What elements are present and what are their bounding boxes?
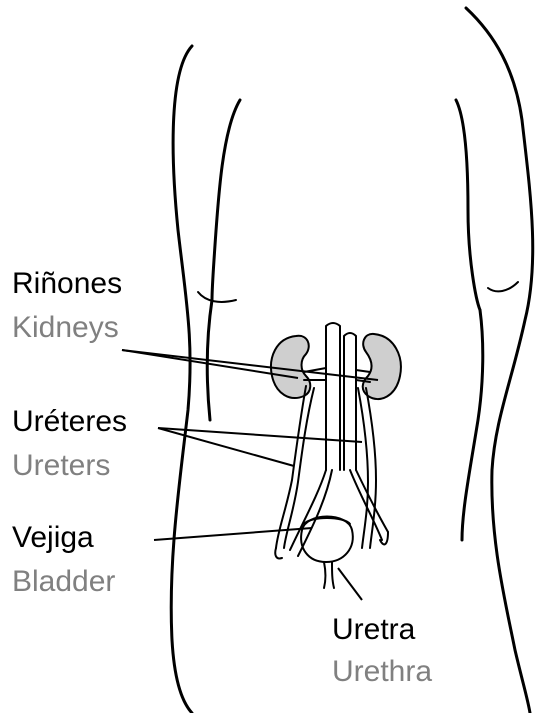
right-kidney xyxy=(363,334,401,399)
left-kidney xyxy=(271,336,310,398)
body-outline-left-outer xyxy=(171,46,192,713)
label-urethra-es: Uretra xyxy=(332,612,415,648)
label-bladder-es: Vejiga xyxy=(12,520,94,556)
urethra xyxy=(324,562,334,588)
body-outline-right-inner xyxy=(456,100,480,310)
leader-urethra xyxy=(338,568,362,600)
body-outline-left-inner xyxy=(212,100,240,300)
left-iliac xyxy=(290,470,332,556)
hip-crease-right xyxy=(488,282,518,291)
label-bladder-en: Bladder xyxy=(12,564,115,600)
leader-ureters-left xyxy=(158,428,294,466)
leader-ureters-right xyxy=(158,428,362,442)
waist-right xyxy=(462,310,483,540)
right-ureter xyxy=(358,388,376,548)
bladder xyxy=(301,517,353,563)
left-ureter xyxy=(276,386,314,548)
label-ureters-es: Uréteres xyxy=(12,404,127,440)
label-kidneys-es: Riñones xyxy=(12,266,122,302)
vena-cava xyxy=(344,333,356,470)
label-urethra-en: Urethra xyxy=(332,654,432,690)
label-kidneys-en: Kidneys xyxy=(12,310,119,346)
body-outline-right-outer xyxy=(466,8,533,713)
left-iliac-outer xyxy=(275,548,282,558)
leader-bladder xyxy=(154,528,312,540)
hip-crease-left xyxy=(198,292,236,302)
right-iliac xyxy=(350,470,388,540)
label-ureters-en: Ureters xyxy=(12,448,110,484)
aorta xyxy=(326,323,340,470)
